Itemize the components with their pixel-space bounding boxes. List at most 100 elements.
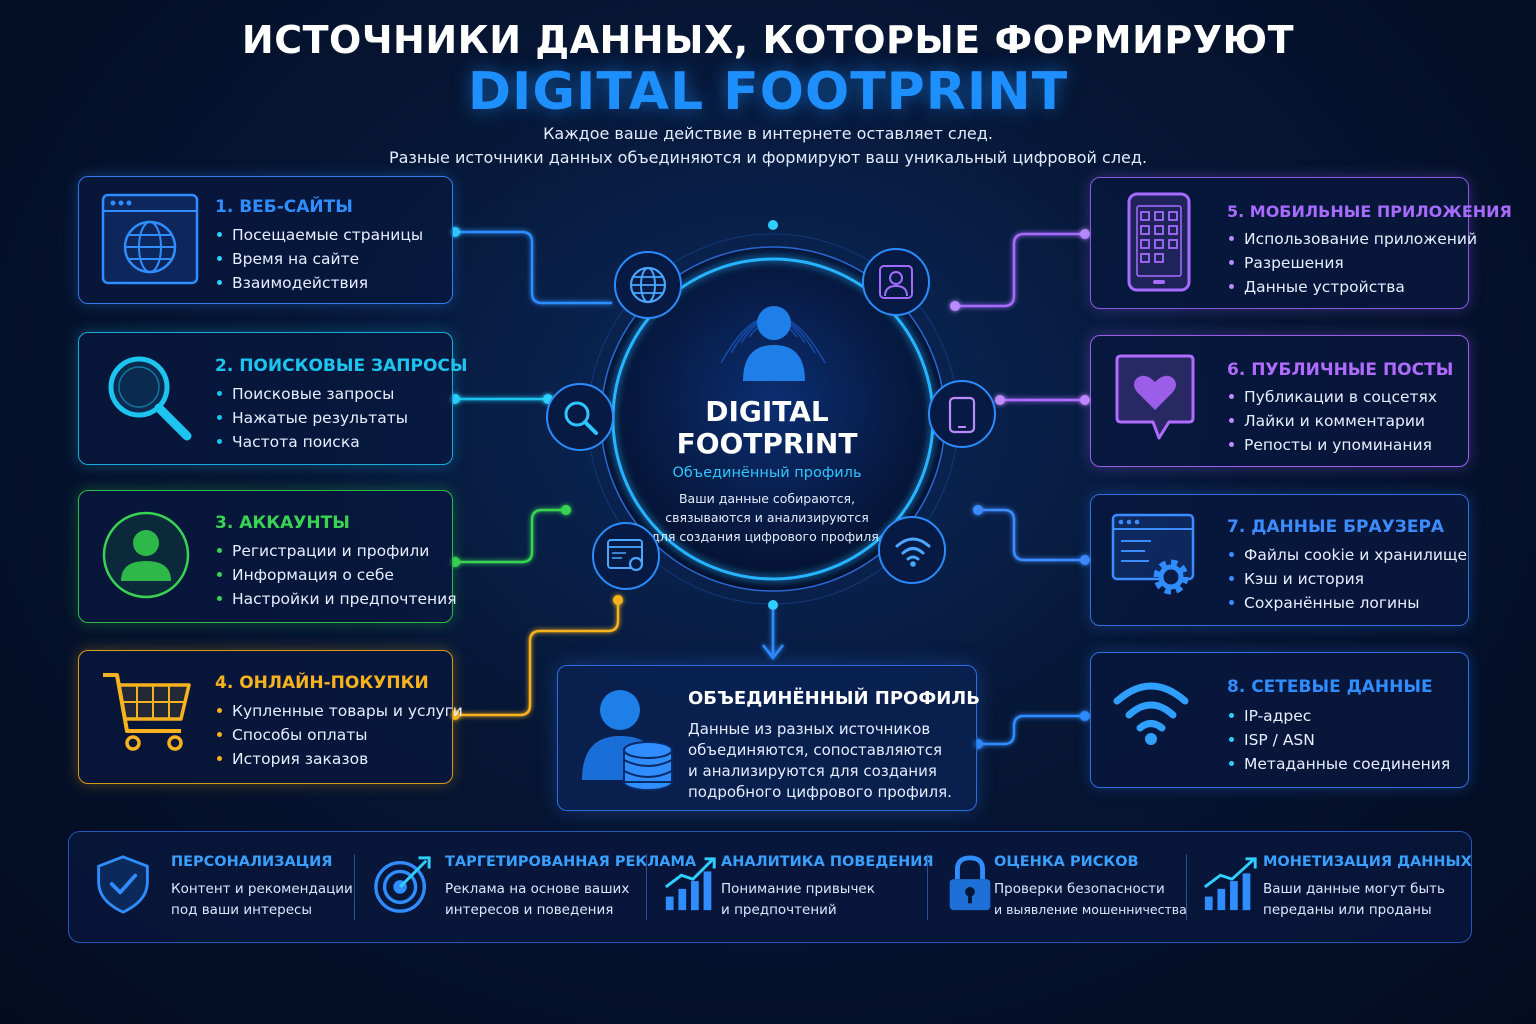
list-item: Способы оплаты — [215, 723, 463, 747]
list-item: Метаданные соединения — [1227, 752, 1450, 776]
smartphone-icon — [948, 396, 976, 434]
user-icon — [879, 265, 913, 299]
source-title: 3. АККАУНТЫ — [215, 513, 350, 533]
data-uses-panel: ПЕРСОНАЛИЗАЦИЯ Контент и рекомендации по… — [68, 831, 1472, 943]
use-desc: Контент и рекомендации — [171, 881, 353, 897]
target-icon — [374, 856, 431, 913]
use-desc: интересов и поведения — [445, 902, 614, 918]
use-desc: переданы или проданы — [1263, 902, 1432, 918]
use-title: ОЦЕНКА РИСКОВ — [994, 854, 1139, 870]
hub-desc-1: Ваши данные собираются, — [678, 491, 856, 506]
shield-check-icon — [97, 855, 149, 914]
browser-gear-icon — [1111, 513, 1209, 605]
divider — [354, 854, 355, 920]
use-data-monetization: МОНЕТИЗАЦИЯ ДАННЫХ Ваши данные могут быт… — [1187, 832, 1472, 942]
divider — [646, 854, 647, 920]
list-item: Частота поиска — [215, 430, 408, 454]
use-title: ПЕРСОНАЛИЗАЦИЯ — [171, 854, 333, 870]
list-item: Публикации в соцсетях — [1227, 385, 1437, 409]
divider — [927, 854, 928, 920]
use-desc: Проверки безопасности — [994, 881, 1165, 897]
source-card-accounts: 3. АККАУНТЫ Регистрации и профили Информ… — [78, 490, 457, 623]
unified-profile-title: ОБЪЕДИНЁННЫЙ ПРОФИЛЬ — [688, 688, 980, 709]
use-behavior-analytics: АНАЛИТИКА ПОВЕДЕНИЯ Понимание привычек и… — [647, 832, 934, 942]
use-desc: под ваши интересы — [171, 902, 313, 918]
list-item: Файлы cookie и хранилище — [1227, 543, 1467, 567]
source-card-browser-data: 7. ДАННЫЕ БРАУЗЕРА Файлы cookie и хранил… — [1090, 494, 1469, 626]
shopping-cart-icon — [101, 669, 199, 761]
list-item: Настройки и предпочтения — [215, 587, 457, 611]
source-title: 1. ВЕБ-САЙТЫ — [215, 197, 353, 217]
list-item: Информация о себе — [215, 563, 457, 587]
use-title: АНАЛИТИКА ПОВЕДЕНИЯ — [721, 854, 934, 870]
list-item: Разрешения — [1227, 251, 1477, 275]
use-title: МОНЕТИЗАЦИЯ ДАННЫХ — [1263, 854, 1472, 870]
list-item: Купленные товары и услуги — [215, 699, 463, 723]
unified-line: объединяются, сопоставляются — [688, 741, 943, 759]
use-risk-assessment: ОЦЕНКА РИСКОВ Проверки безопасности и вы… — [928, 832, 1187, 942]
list-item: Данные устройства — [1227, 275, 1477, 299]
source-card-shopping: 4. ОНЛАЙН-ПОКУПКИ Купленные товары и усл… — [78, 650, 463, 784]
growth-chart-icon — [664, 857, 716, 911]
source-title: 5. МОБИЛЬНЫЕ ПРИЛОЖЕНИЯ — [1227, 202, 1512, 221]
source-title: 4. ОНЛАЙН-ПОКУПКИ — [215, 673, 429, 693]
padlock-icon — [949, 855, 991, 911]
list-item: Регистрации и профили — [215, 539, 457, 563]
source-title: 8. СЕТЕВЫЕ ДАННЫЕ — [1227, 677, 1433, 697]
list-item: Использование приложений — [1227, 227, 1477, 251]
source-title: 7. ДАННЫЕ БРАУЗЕРА — [1227, 517, 1445, 537]
use-desc: и предпочтений — [721, 902, 837, 918]
unified-line: Данные из разных источников — [688, 720, 931, 738]
list-item: История заказов — [215, 747, 463, 771]
globe-browser-icon — [101, 193, 199, 285]
search-icon — [564, 401, 598, 435]
hub-desc-3: для создания цифрового профиля. — [651, 529, 883, 544]
magnifier-icon — [101, 351, 199, 443]
use-personalization: ПЕРСОНАЛИЗАЦИЯ Контент и рекомендации по… — [69, 832, 354, 942]
globe-icon — [629, 266, 667, 304]
unified-profile-card: ОБЪЕДИНЁННЫЙ ПРОФИЛЬ Данные из разных ис… — [557, 665, 980, 811]
list-item: Кэш и история — [1227, 567, 1467, 591]
list-item: Лайки и комментарии — [1227, 409, 1437, 433]
hub-subtitle: Объединённый профиль — [672, 465, 862, 481]
list-item: ISP / ASN — [1227, 728, 1450, 752]
divider — [1186, 854, 1187, 920]
heart-bubble-icon — [1113, 354, 1211, 446]
subtitle-line-2: Разные источники данных объединяются и ф… — [388, 148, 1148, 167]
hub-title-1: DIGITAL — [705, 395, 829, 428]
subtitle-line-1: Каждое ваше действие в интернете оставля… — [543, 124, 993, 143]
source-card-public-posts: 6. ПУБЛИЧНЫЕ ПОСТЫ Публикации в соцсетях… — [1090, 335, 1469, 467]
user-profile-icon — [743, 306, 805, 381]
source-title: 6. ПУБЛИЧНЫЕ ПОСТЫ — [1227, 360, 1454, 380]
list-item: Нажатые результаты — [215, 406, 408, 430]
list-item: Время на сайте — [215, 247, 423, 271]
list-item: Поисковые запросы — [215, 382, 408, 406]
wifi-small-icon — [895, 537, 931, 567]
source-card-search: 2. ПОИСКОВЫЕ ЗАПРОСЫ Поисковые запросы Н… — [78, 332, 468, 465]
monetization-chart-icon — [1204, 857, 1257, 911]
source-card-websites: 1. ВЕБ-САЙТЫ Посещаемые страницы Время н… — [78, 176, 453, 304]
unified-line: подробного цифрового профиля. — [688, 783, 952, 801]
list-item: Посещаемые страницы — [215, 223, 423, 247]
list-item: Репосты и упоминания — [1227, 433, 1437, 457]
hub-desc-2: связываются и анализируются — [665, 510, 869, 525]
use-targeted-ads: ТАРГЕТИРОВАННАЯ РЕКЛАМА Реклама на основ… — [355, 832, 696, 942]
list-item: IP-адрес — [1227, 704, 1450, 728]
use-desc: Ваши данные могут быть — [1263, 881, 1445, 897]
list-item: Сохранённые логины — [1227, 591, 1467, 615]
hub-title-2: FOOTPRINT — [676, 427, 858, 460]
browser-settings-icon — [607, 539, 644, 572]
wifi-icon — [1111, 675, 1209, 767]
list-item: Взаимодействия — [215, 271, 423, 295]
digital-footprint-hub: DIGITAL FOOTPRINT Объединённый профиль В… — [591, 233, 963, 605]
user-database-icon — [582, 690, 673, 791]
unified-line: и анализируются для создания — [688, 762, 937, 780]
main-title-highlight: DIGITAL FOOTPRINT — [467, 62, 1069, 122]
use-desc: Реклама на основе ваших — [445, 881, 630, 897]
user-account-icon — [101, 509, 199, 601]
use-desc: Понимание привычек — [721, 881, 875, 897]
main-title: ИСТОЧНИКИ ДАННЫХ, КОТОРЫЕ ФОРМИРУЮТ — [241, 18, 1295, 62]
source-title: 2. ПОИСКОВЫЕ ЗАПРОСЫ — [215, 356, 468, 376]
